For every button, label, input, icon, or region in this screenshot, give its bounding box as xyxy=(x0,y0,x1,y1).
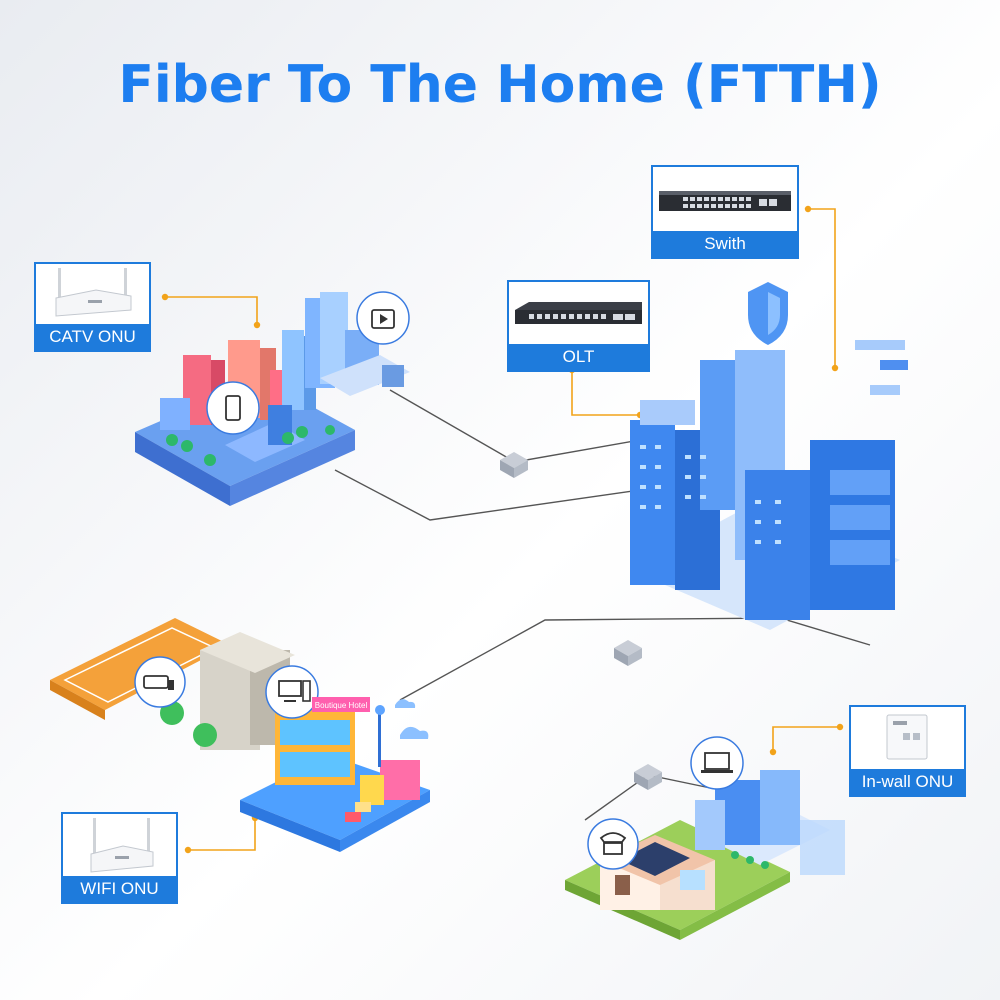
city-block-illustration xyxy=(135,291,410,506)
fiber-link-city xyxy=(334,469,641,521)
catv-onu-device-image xyxy=(36,264,149,324)
hotel-sign-board xyxy=(312,697,370,712)
callout-lines xyxy=(165,208,840,851)
wifi-onu-device-image xyxy=(63,814,176,876)
splitter-icon xyxy=(500,452,528,478)
hotel-sign-text: Boutique Hotel xyxy=(315,701,368,710)
olt-device-image xyxy=(509,282,648,344)
fiber-link-hotel xyxy=(399,617,871,701)
switch-device-image xyxy=(653,167,797,231)
inwall-onu-device-image xyxy=(851,707,964,769)
hotel-district-illustration: Boutique Hotel xyxy=(50,618,430,852)
security-shield-icon xyxy=(748,282,788,345)
laptop-bubble-icon xyxy=(690,736,744,790)
olt-label: OLT xyxy=(509,344,648,370)
catv-onu-card: CATV ONU xyxy=(34,262,151,352)
computer-bubble-icon xyxy=(265,665,319,719)
splitter-icon xyxy=(634,764,662,790)
switch-label: Swith xyxy=(653,231,797,257)
datacenter-illustration xyxy=(630,282,908,630)
inwall-onu-card: In-wall ONU xyxy=(849,705,966,797)
fiber-link-tower xyxy=(389,389,641,463)
splitter-icon xyxy=(614,640,642,666)
residential-illustration xyxy=(565,736,845,940)
telephone-bubble-icon xyxy=(587,818,639,870)
cctv-camera-bubble-icon xyxy=(134,656,186,708)
wifi-onu-card: WIFI ONU xyxy=(61,812,178,904)
olt-card: OLT xyxy=(507,280,650,372)
inwall-onu-label: In-wall ONU xyxy=(851,769,964,795)
mobile-phone-bubble-icon xyxy=(206,381,260,435)
wifi-onu-label: WIFI ONU xyxy=(63,876,176,902)
tv-bubble-icon xyxy=(356,291,410,345)
catv-onu-label: CATV ONU xyxy=(36,324,149,350)
page-title: Fiber To The Home (FTTH) xyxy=(118,55,882,115)
switch-card: Swith xyxy=(651,165,799,259)
